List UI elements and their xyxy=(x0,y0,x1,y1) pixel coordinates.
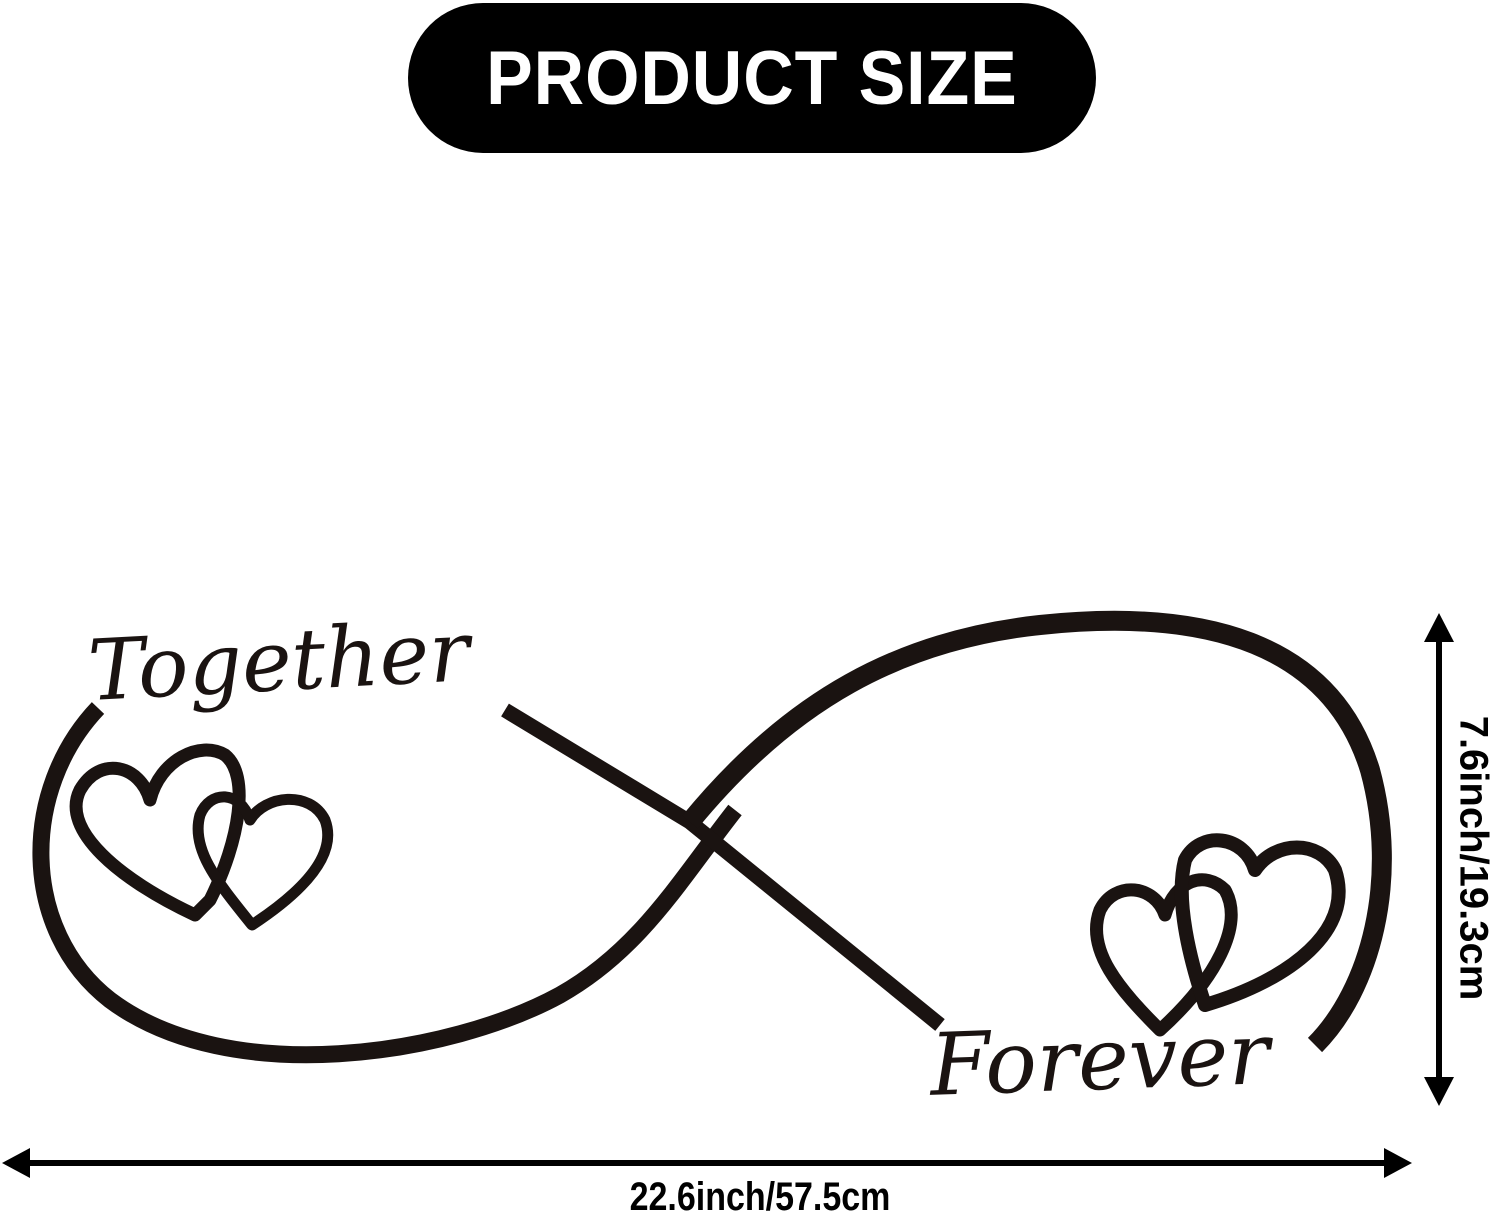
product-size-banner: PRODUCT SIZE xyxy=(408,3,1096,153)
height-dimension-arrow xyxy=(1424,613,1454,1106)
width-dimension-label: 22.6inch/57.5cm xyxy=(629,1175,891,1219)
right-double-hearts-icon xyxy=(1089,833,1346,1037)
height-dimension-label: 7.6inch/19.3cm xyxy=(1451,715,1496,1001)
infinity-loop xyxy=(32,610,1392,1064)
forever-script-text: Forever xyxy=(928,1004,1271,1116)
together-script-text: Together xyxy=(85,602,472,720)
width-dimension-arrow xyxy=(2,1148,1412,1178)
banner-title: PRODUCT SIZE xyxy=(486,35,1018,121)
left-double-hearts-icon xyxy=(69,743,334,931)
